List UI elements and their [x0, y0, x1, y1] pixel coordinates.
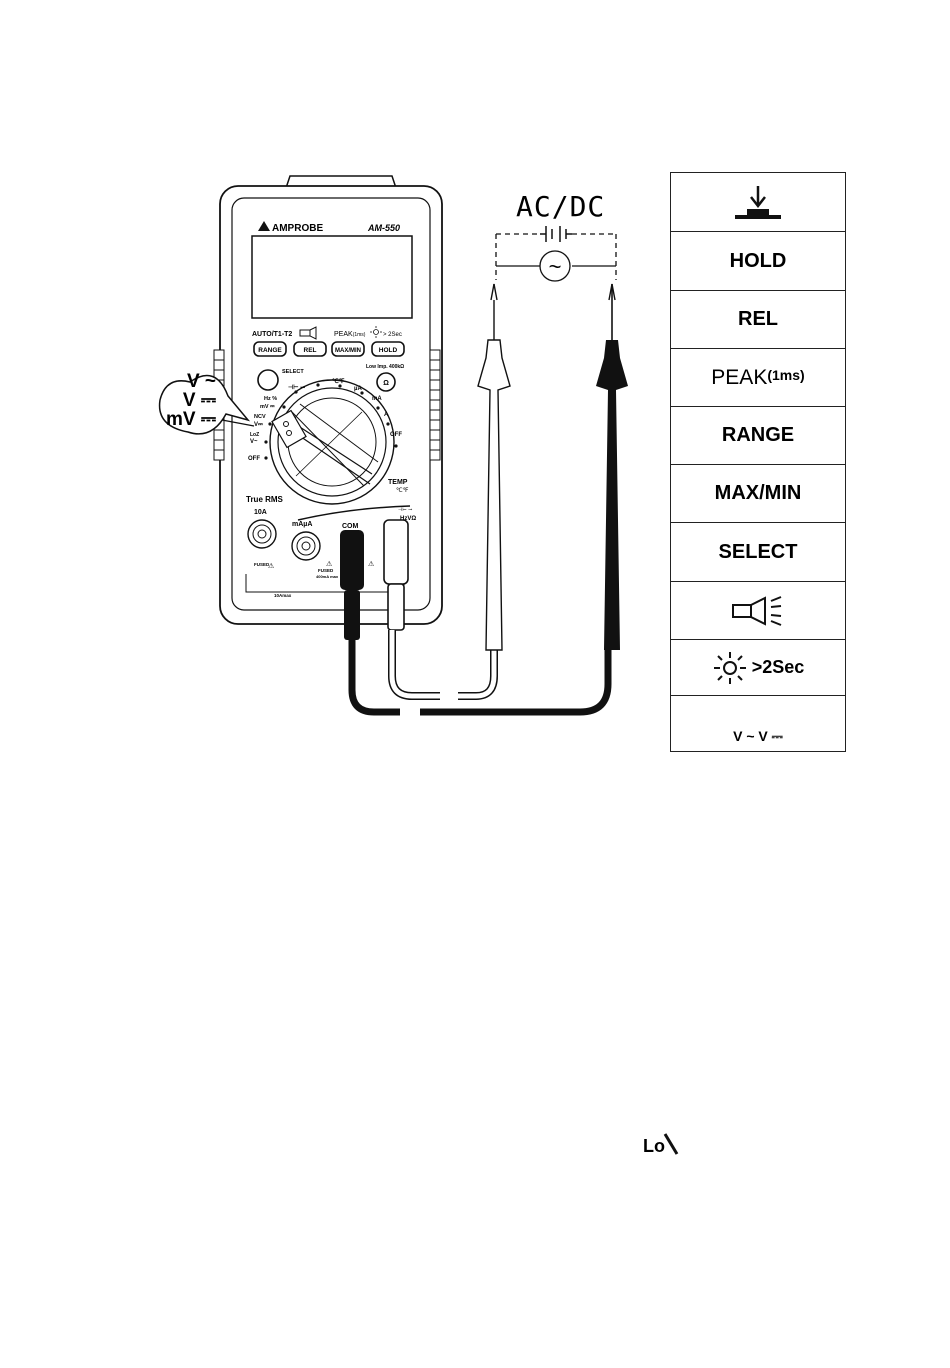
temp-units-label: ℃℉ — [396, 488, 409, 494]
v-plug-white — [384, 520, 408, 630]
white-probe — [478, 284, 510, 650]
dial-temp-label: ℃℉ — [332, 378, 345, 385]
table-row-peak: PEAK(1ms) — [671, 349, 845, 407]
dial-ma-label: mA — [372, 396, 382, 402]
warning-icon-2: ⚠ — [326, 560, 332, 568]
sun-icon — [712, 650, 748, 686]
select-button[interactable] — [258, 370, 278, 390]
range-button[interactable]: RANGE — [254, 342, 286, 356]
dial-mv-label: mV ⎓ — [260, 404, 275, 410]
dial-ua-label: µA — [354, 386, 362, 392]
table-row-hold: HOLD — [671, 232, 845, 291]
flashlight-icon — [731, 593, 785, 629]
hold-button[interactable]: HOLD — [372, 342, 404, 356]
table-row-backlight: >2Sec — [671, 640, 845, 696]
table-row-range: RANGE — [671, 407, 845, 465]
brand-name: AMPROBE — [272, 223, 323, 234]
low-imp-label: Low Imp. 400kΩ — [366, 364, 404, 370]
rel-button[interactable]: REL — [294, 342, 326, 356]
warning-icon-1: ⚠ — [268, 562, 274, 570]
table-row-press — [671, 173, 845, 232]
low-impedance-symbol: Lo — [641, 1130, 681, 1163]
peak-label: PEAK(1ms) — [334, 331, 366, 338]
svg-text:RANGE: RANGE — [258, 347, 282, 354]
callout-text: V ~ V ⎓ mV ⎓ — [152, 372, 216, 429]
white-lead-cable — [392, 630, 440, 696]
fused-label-2: FUSED — [318, 568, 334, 573]
dial-diode-label: ⊣⊢ ⊸ — [288, 383, 305, 391]
jack-10a-label: 10A — [254, 509, 267, 516]
dial-off-left-label: OFF — [248, 456, 260, 462]
dial-lo-label: LoZ — [250, 432, 259, 438]
svg-text:HOLD: HOLD — [379, 347, 398, 354]
jack-10a[interactable] — [248, 520, 276, 548]
white-lead-cable-inner — [392, 630, 440, 696]
table-row-voltage: V ~ V ⎓ — [671, 696, 845, 751]
warning-icon-3: ⚠ — [368, 560, 374, 568]
backlight-2sec-label: > 2Sec — [383, 332, 402, 338]
callout-line-mvdc: mV ⎓ — [152, 410, 216, 429]
dial-vdc-label: V⎓ — [254, 422, 263, 428]
jack-maua[interactable] — [292, 532, 320, 560]
black-probe — [596, 284, 628, 650]
lcd-display — [252, 236, 412, 318]
callout-line-vac: V ~ — [152, 372, 216, 391]
jack-maua-label: mAµA — [292, 521, 312, 528]
temp-label: TEMP — [388, 479, 408, 486]
ma-max-label: 400mA max — [316, 574, 339, 579]
table-row-max-min: MAX/MIN — [671, 465, 845, 523]
jack-com-label: COM — [342, 523, 359, 530]
dial-off-right-label: OFF — [390, 432, 402, 438]
reference-table: HOLD REL PEAK(1ms) RANGE MAX/MIN SELECT — [670, 172, 846, 752]
select-label: SELECT — [282, 369, 304, 375]
ac-source-icon: ~ — [540, 251, 570, 281]
ten-amax-label: 10Amax — [274, 593, 292, 598]
dial-ncv-label: NCV — [254, 414, 266, 420]
callout-line-vdc: V ⎓ — [152, 391, 216, 410]
table-row-select: SELECT — [671, 523, 845, 582]
table-row-rel: REL — [671, 291, 845, 349]
ac-dc-title: AC/DC — [516, 190, 605, 223]
jack-right-symbols: ⊣⊢ ⊸ — [398, 506, 412, 513]
model-name: AM-550 — [367, 223, 400, 233]
svg-text:MAX/MIN: MAX/MIN — [335, 348, 361, 354]
auto-t1-t2-label: AUTO/T1-T2 — [252, 331, 292, 338]
black-lead-cable-2 — [420, 640, 608, 712]
white-lead-cable-2-inner — [458, 650, 494, 696]
battery-symbol-icon — [540, 226, 572, 242]
table-row-flashlight — [671, 582, 845, 640]
svg-text:~: ~ — [549, 254, 562, 279]
side-grip-right — [430, 350, 440, 460]
true-rms-label: True RMS — [246, 495, 284, 504]
svg-text:Lo: Lo — [643, 1136, 665, 1156]
press-button-icon — [733, 182, 783, 222]
ohm-small-icon: Ω — [383, 380, 389, 387]
dial-a-label: A — [384, 412, 389, 418]
max-min-button[interactable]: MAX/MIN — [332, 342, 364, 356]
svg-text:REL: REL — [304, 347, 317, 354]
dial-hz-label: Hz % — [264, 396, 277, 402]
dial-vac-label: V~ — [250, 439, 258, 445]
